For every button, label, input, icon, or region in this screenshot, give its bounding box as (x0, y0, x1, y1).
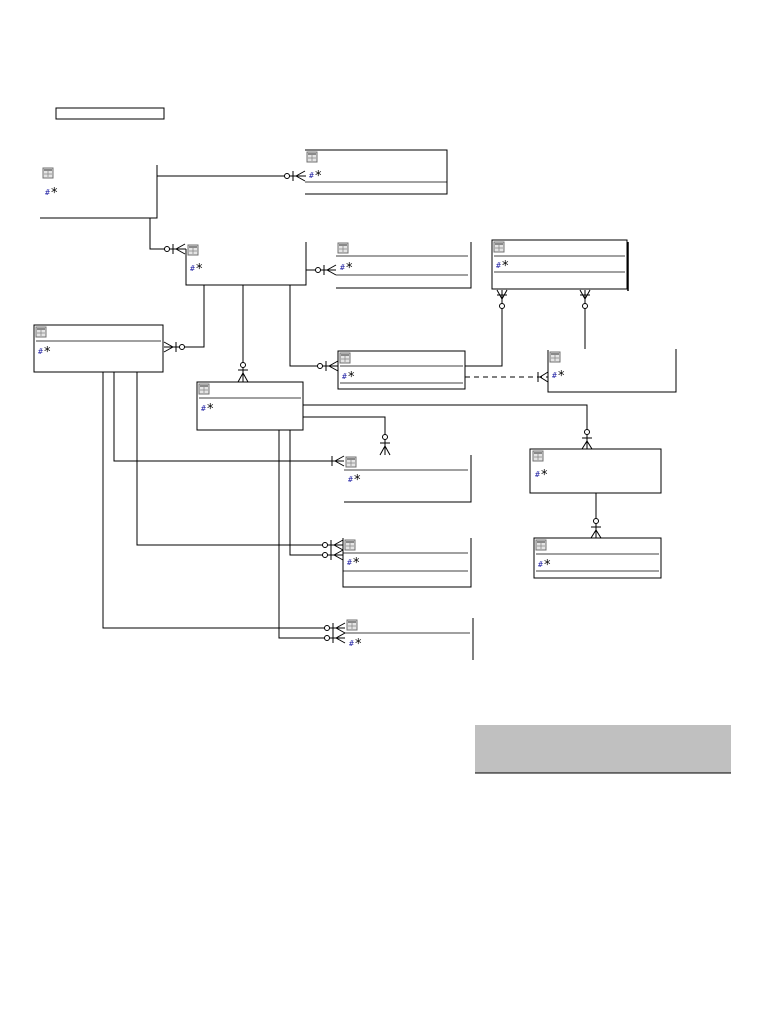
entity-e9[interactable]: # * (547, 349, 677, 393)
primary-key-marker: # (190, 264, 195, 273)
mandatory-marker: * (502, 259, 509, 274)
entity-e3[interactable]: # * (185, 242, 307, 286)
crowfoot-e6-from-e3 (163, 341, 185, 353)
relationship-line-e8-e11 (303, 404, 588, 449)
primary-key-marker: # (38, 347, 43, 356)
crowfoot-bottom-b (324, 632, 346, 644)
crowfoot-e7 (317, 360, 339, 372)
mandatory-marker: * (196, 262, 203, 277)
mandatory-marker: * (354, 473, 361, 488)
relationship-lines (102, 170, 602, 644)
table-icon (344, 539, 356, 551)
table-icon (187, 244, 199, 256)
table-icon (306, 151, 318, 163)
crowfoot-e5-left (496, 289, 508, 309)
crowfoot-e8 (237, 362, 249, 383)
primary-key-marker: # (342, 372, 347, 381)
entity-e13[interactable]: # * (342, 538, 472, 588)
table-icon (42, 167, 54, 179)
table-icon (345, 456, 357, 468)
relationship-line-e6-e14 (136, 372, 343, 546)
table-icon (339, 352, 351, 364)
relationship-line-e1-e3 (149, 218, 186, 250)
relationship-line-e3-e7 (289, 285, 338, 367)
table-icon (35, 326, 47, 338)
table-icon (346, 619, 358, 631)
relationship-line-e6-bottom (102, 372, 345, 629)
primary-key-marker: # (535, 470, 540, 479)
mandatory-marker: * (44, 345, 51, 360)
primary-key-marker: # (348, 475, 353, 484)
crowfoot-e5-right (579, 289, 591, 309)
table-icon (549, 351, 561, 363)
entity-e2[interactable]: # * (305, 149, 448, 195)
mandatory-marker: * (541, 468, 548, 483)
relationship-line-e8-bottom (278, 430, 345, 639)
mandatory-marker: * (315, 169, 322, 184)
primary-key-marker: # (349, 639, 354, 648)
crowfoot-e3-from-e1 (164, 243, 186, 255)
primary-key-marker: # (496, 261, 501, 270)
primary-key-marker: # (201, 404, 206, 413)
crowfoot-bottom-a (324, 622, 346, 634)
entity-e8[interactable]: # * (196, 381, 304, 431)
mandatory-marker: * (348, 370, 355, 385)
entity-e7[interactable]: # * (337, 350, 466, 390)
relationship-line-e6-e13-a (113, 372, 344, 462)
entity-e1[interactable]: # * (40, 165, 158, 219)
entity-e6[interactable]: # * (33, 324, 164, 373)
crowfoot-e2 (284, 170, 306, 182)
mandatory-marker: * (355, 637, 362, 652)
crowfoot-e14-b (322, 549, 344, 561)
mandatory-marker: * (544, 558, 551, 573)
relationship-line-e8-e14 (289, 430, 343, 556)
primary-key-marker: # (45, 188, 50, 197)
mandatory-marker: * (346, 261, 353, 276)
primary-key-marker: # (347, 558, 352, 567)
table-icon (532, 450, 544, 462)
crowfoot-e10 (379, 434, 391, 456)
table-icon (535, 539, 547, 551)
table-icon (337, 242, 349, 254)
crowfoot-e9 (537, 371, 549, 383)
primary-key-marker: # (309, 171, 314, 180)
table-icon (493, 241, 505, 253)
entity-e14[interactable]: # * (345, 618, 474, 660)
relationship-line-e8-e10 (303, 416, 386, 455)
mandatory-marker: * (51, 186, 58, 201)
entity-e5[interactable]: # * (491, 239, 629, 291)
entity-e11[interactable]: # * (529, 448, 662, 494)
legend-box (475, 725, 731, 774)
crowfoot-e4 (315, 264, 337, 276)
crowfoot-e14-a (322, 539, 344, 551)
diagram-title-box (55, 107, 165, 120)
crowfoot-e12 (590, 518, 602, 539)
relationship-line-e7-e5 (465, 290, 503, 367)
crowfoot-e13-a (331, 455, 345, 467)
primary-key-marker: # (538, 560, 543, 569)
crowfoot-e11 (581, 429, 593, 450)
entity-e4[interactable]: # * (336, 242, 472, 289)
mandatory-marker: * (558, 369, 565, 384)
entity-e10[interactable]: # * (344, 455, 472, 503)
mandatory-marker: * (353, 556, 360, 571)
relationship-line-e3-e6 (164, 285, 205, 348)
primary-key-marker: # (340, 263, 345, 272)
table-icon (198, 383, 210, 395)
entity-e12[interactable]: # * (533, 537, 662, 579)
mandatory-marker: * (207, 402, 214, 417)
primary-key-marker: # (552, 371, 557, 380)
